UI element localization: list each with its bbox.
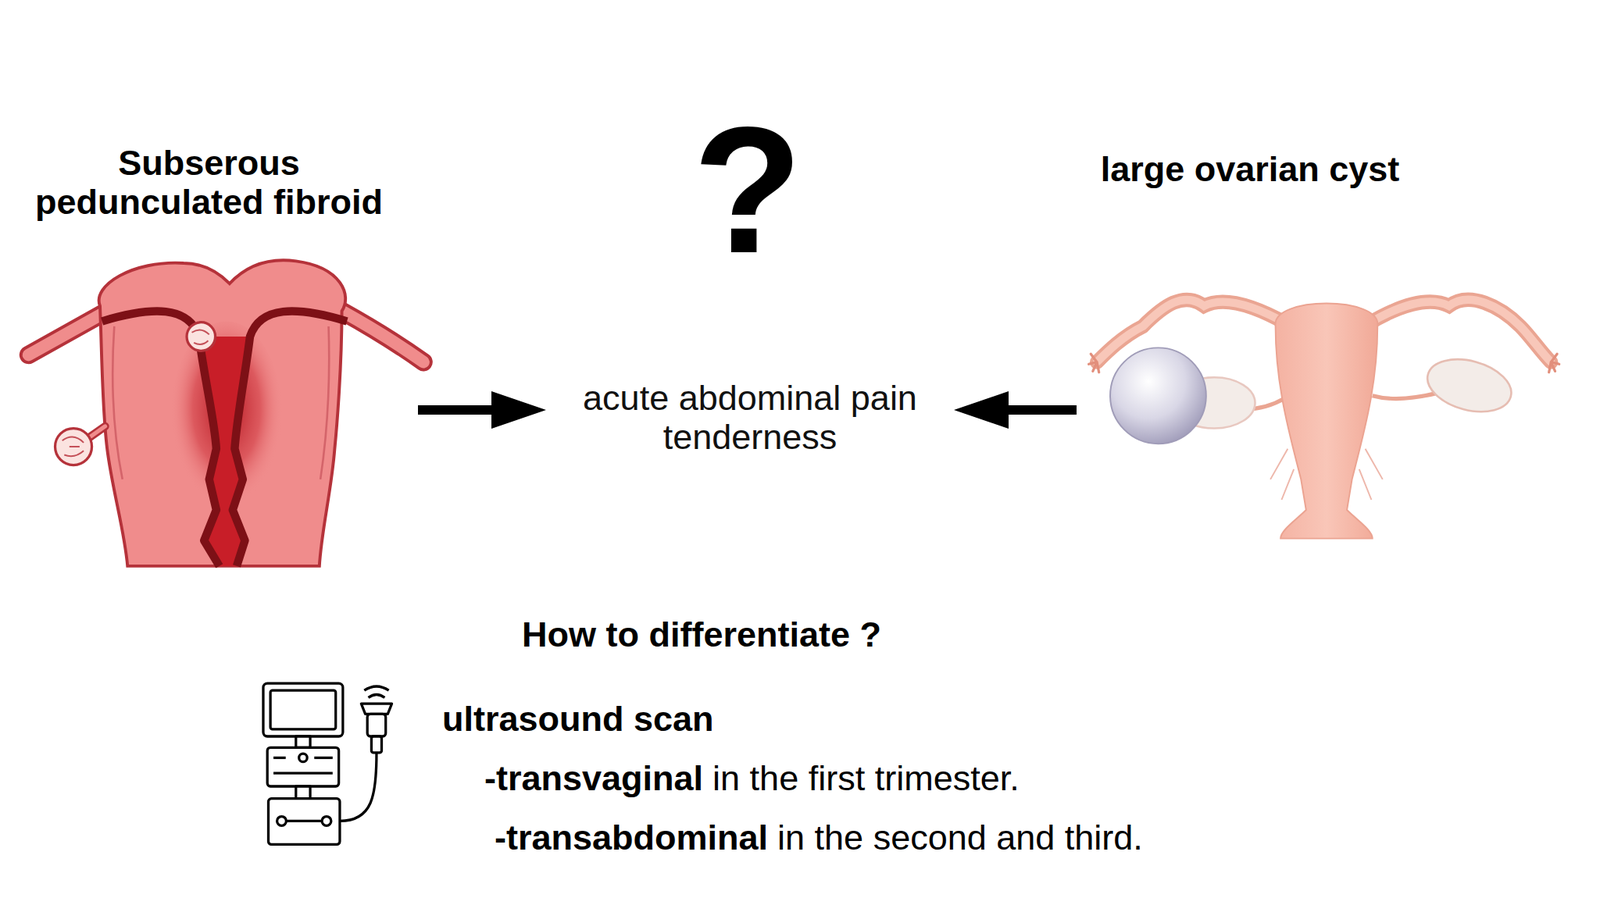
arrow-head — [491, 391, 547, 429]
ovarian-cyst-illustration-node: large ovarian cyst — [1076, 140, 1585, 579]
node-heading: large ovarian cyst — [1054, 150, 1446, 190]
method-term: -transvaginal — [484, 757, 704, 800]
section-heading: How to differentiate ? — [521, 614, 882, 657]
method-heading: ultrasound scan — [442, 698, 715, 741]
symptom-text: acute abdominal pain tenderness — [550, 378, 950, 458]
method-note: in the second and third. — [777, 817, 1143, 860]
arrow-connector — [953, 391, 1077, 429]
text-line: -transabdominalin the second and third. — [494, 817, 1143, 860]
ovarian-cyst-uterus — [1089, 300, 1560, 540]
fibroid-uterus — [28, 260, 424, 567]
node-heading: Subserous pedunculated fibroid — [0, 143, 418, 222]
fibroid-illustration-node: Subserous pedunculated fibroid — [0, 140, 418, 571]
arrow-shaft — [417, 405, 493, 415]
arrow-shaft — [1007, 405, 1077, 415]
arrow-head — [953, 391, 1009, 429]
ultrasound-icon — [263, 683, 393, 845]
arrow-connector — [417, 391, 547, 429]
symptom-node: acute abdominal pain tenderness — [550, 367, 950, 469]
method-term: -transabdominal — [494, 817, 768, 860]
question-mark: ? — [692, 100, 804, 281]
text-line: -transvaginalin the first trimester. — [484, 757, 1020, 800]
method-note: in the first trimester. — [712, 757, 1020, 800]
